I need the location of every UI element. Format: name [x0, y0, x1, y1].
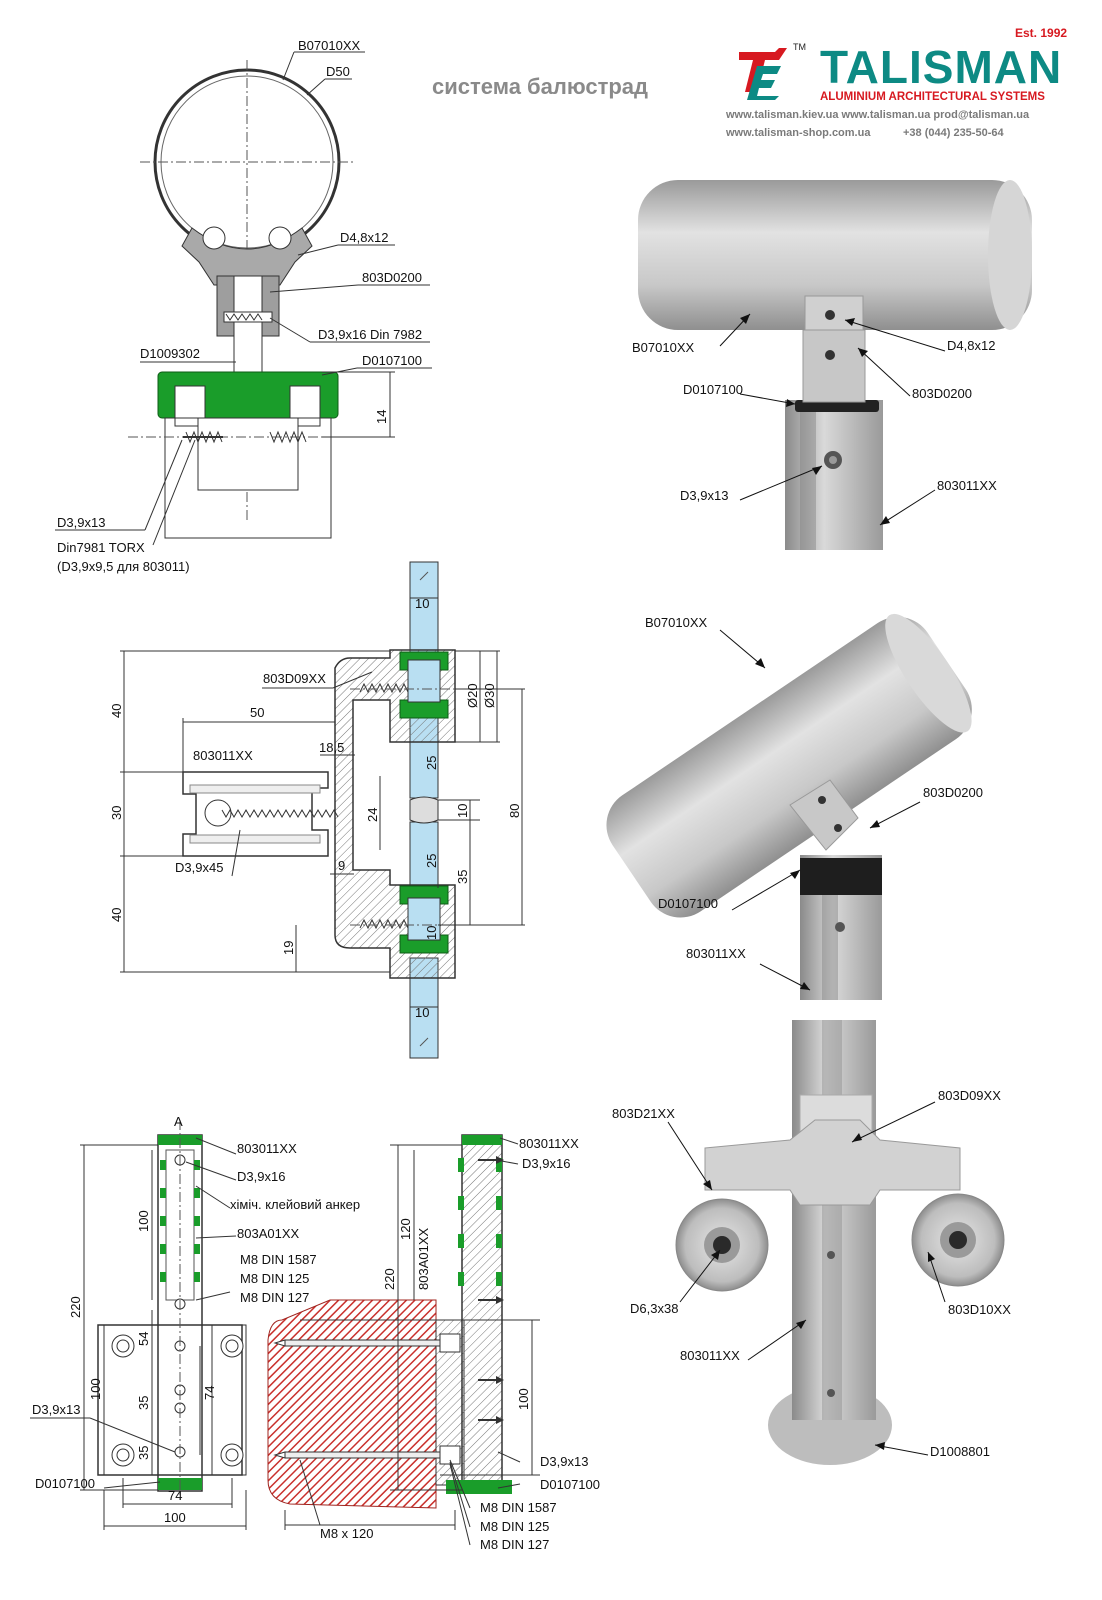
d2-dim-glass-10-top: 10 [415, 596, 429, 611]
d4-label-cap: D0107100 [540, 1477, 600, 1492]
d4-label-post: 803011XX [519, 1136, 579, 1151]
d3-dim-54: 54 [136, 1332, 151, 1346]
d3-label-m8-din1587: M8 DIN 1587 [240, 1252, 317, 1267]
p1-label-rail: B07010XX [632, 340, 694, 355]
d3-label-section-a: A [174, 1114, 183, 1129]
d4-label-base: 803A01XX [416, 1228, 431, 1290]
d2-dim-25-bottom: 25 [424, 854, 439, 868]
d3-label-cap: D0107100 [35, 1476, 95, 1491]
d3-dim-100: 100 [164, 1510, 186, 1525]
p3-label-screw-d63x38: D6,3x38 [630, 1301, 678, 1316]
p3-label-base-cover: D1008801 [930, 1444, 990, 1459]
d1-label-screw-d39x16: D3,9x16 Din 7982 [318, 327, 422, 342]
d1-label-screw-d48: D4,8x12 [340, 230, 388, 245]
d2-dim-80: 80 [507, 804, 522, 818]
established-year: Est. 1992 [1015, 26, 1068, 40]
p3-label-post: 803011XX [680, 1348, 740, 1363]
d2-dim-40-top: 40 [109, 704, 124, 718]
p2-label-post: 803011XX [686, 946, 746, 961]
d2-dim-24: 24 [365, 808, 380, 822]
d1-label-screw-d39x13: D3,9x13 [57, 515, 105, 530]
talisman-logo-icon [739, 48, 787, 100]
d3-dim-35-upper: 35 [136, 1396, 151, 1410]
d4-label-m8-din127: M8 DIN 127 [480, 1537, 549, 1552]
d2-label-holder: 803D09XX [263, 671, 326, 686]
d3-label-base: 803A01XX [237, 1226, 299, 1241]
d4-dim-100: 100 [516, 1388, 531, 1410]
d1-label-clamp: 803D0200 [362, 270, 422, 285]
d3-label-m8-din127: M8 DIN 127 [240, 1290, 309, 1305]
d4-label-m8-din1587: M8 DIN 1587 [480, 1500, 557, 1515]
d2-dim-9: 9 [338, 858, 345, 873]
d3-label-post: 803011XX [237, 1141, 297, 1156]
d1-dim-14: 14 [374, 410, 389, 424]
d3-dim-74: 74 [168, 1488, 182, 1503]
d3-dim-74-vertical: 74 [202, 1386, 217, 1400]
d3-dim-100-plate: 100 [88, 1378, 103, 1400]
d1-label-diameter: D50 [326, 64, 350, 79]
d1-label-d1009302: D1009302 [140, 346, 200, 361]
d4-label-screw-d39x13: D3,9x13 [540, 1454, 588, 1469]
d2-dim-30: 30 [109, 806, 124, 820]
d1-label-rail: B07010XX [298, 38, 360, 53]
page-title: система балюстрад [432, 74, 648, 99]
d2-dim-o20: Ø20 [465, 683, 480, 708]
d2-dim-o30: Ø30 [482, 683, 497, 708]
d2-dim-18-5: 18,5 [319, 740, 344, 755]
p3-label-knob-right: 803D10XX [948, 1302, 1011, 1317]
d3-label-screw-d39x16: D3,9x16 [237, 1169, 285, 1184]
drawing-rail-clamp-section [55, 51, 432, 546]
d2-dim-40-bottom: 40 [109, 908, 124, 922]
d4-label-m8-din125: M8 DIN 125 [480, 1519, 549, 1534]
website-line-2[interactable]: www.talisman-shop.com.ua [726, 127, 871, 139]
p1-label-clamp: 803D0200 [912, 386, 972, 401]
brand-subtitle: ALUMINIUM ARCHITECTURAL SYSTEMS [820, 91, 1045, 103]
p2-label-cap: D0107100 [658, 896, 718, 911]
d4-dim-120: 120 [398, 1218, 413, 1240]
d2-dim-10-gap: 10 [455, 804, 470, 818]
d2-dim-25-top: 25 [424, 756, 439, 770]
brand-name: TALISMAN [820, 41, 1063, 93]
website-line-1[interactable]: www.talisman.kiev.ua www.talisman.ua pro… [726, 109, 1030, 121]
d3-label-m8-din125: M8 DIN 125 [240, 1271, 309, 1286]
drawing-post-base-front [30, 1120, 247, 1530]
p2-label-clamp: 803D0200 [923, 785, 983, 800]
photo-glass-holder [667, 1020, 1005, 1465]
d1-label-cap: D0107100 [362, 353, 422, 368]
photo-rail-mount-front [638, 180, 1032, 550]
d2-dim-10-lower: 10 [424, 926, 439, 940]
d1-label-din7981: Din7981 TORX [57, 540, 145, 555]
p3-label-holder: 803D09XX [938, 1088, 1001, 1103]
phone-number: +38 (044) 235-50-64 [903, 127, 1004, 139]
d4-label-anchor-m8x120: M8 x 120 [320, 1526, 373, 1541]
p1-label-screw-d48: D4,8x12 [947, 338, 995, 353]
drawing-glass-holder-section [120, 561, 525, 1059]
d4-label-screw-d39x16: D3,9x16 [522, 1156, 570, 1171]
d3-dim-100-vertical: 100 [136, 1210, 151, 1232]
photo-rail-mount-angled [606, 613, 972, 1000]
p3-label-knob-left: 803D21XX [612, 1106, 675, 1121]
d3-label-screw-d39x13: D3,9x13 [32, 1402, 80, 1417]
p1-label-screw-d39x13: D3,9x13 [680, 488, 728, 503]
drawing-post-base-side-section [267, 1134, 540, 1546]
d2-label-post: 803011XX [193, 748, 253, 763]
d2-dim-35: 35 [455, 870, 470, 884]
p2-label-rail: B07010XX [645, 615, 707, 630]
d4-dim-220: 220 [382, 1268, 397, 1290]
d1-label-note: (D3,9x9,5 для 803011) [57, 559, 190, 574]
d2-dim-glass-10-bottom: 10 [415, 1005, 429, 1020]
d2-dim-50: 50 [250, 705, 264, 720]
d3-dim-220: 220 [68, 1296, 83, 1318]
d3-dim-35-lower: 35 [136, 1446, 151, 1460]
p1-label-cap: D0107100 [683, 382, 743, 397]
d3-label-chemical-anchor: хіміч. клейовий анкер [230, 1197, 360, 1212]
d2-label-screw-d39x45: D3,9x45 [175, 860, 223, 875]
p1-label-post: 803011XX [937, 478, 997, 493]
trademark-mark: TM [793, 42, 806, 52]
d2-dim-19: 19 [281, 941, 296, 955]
